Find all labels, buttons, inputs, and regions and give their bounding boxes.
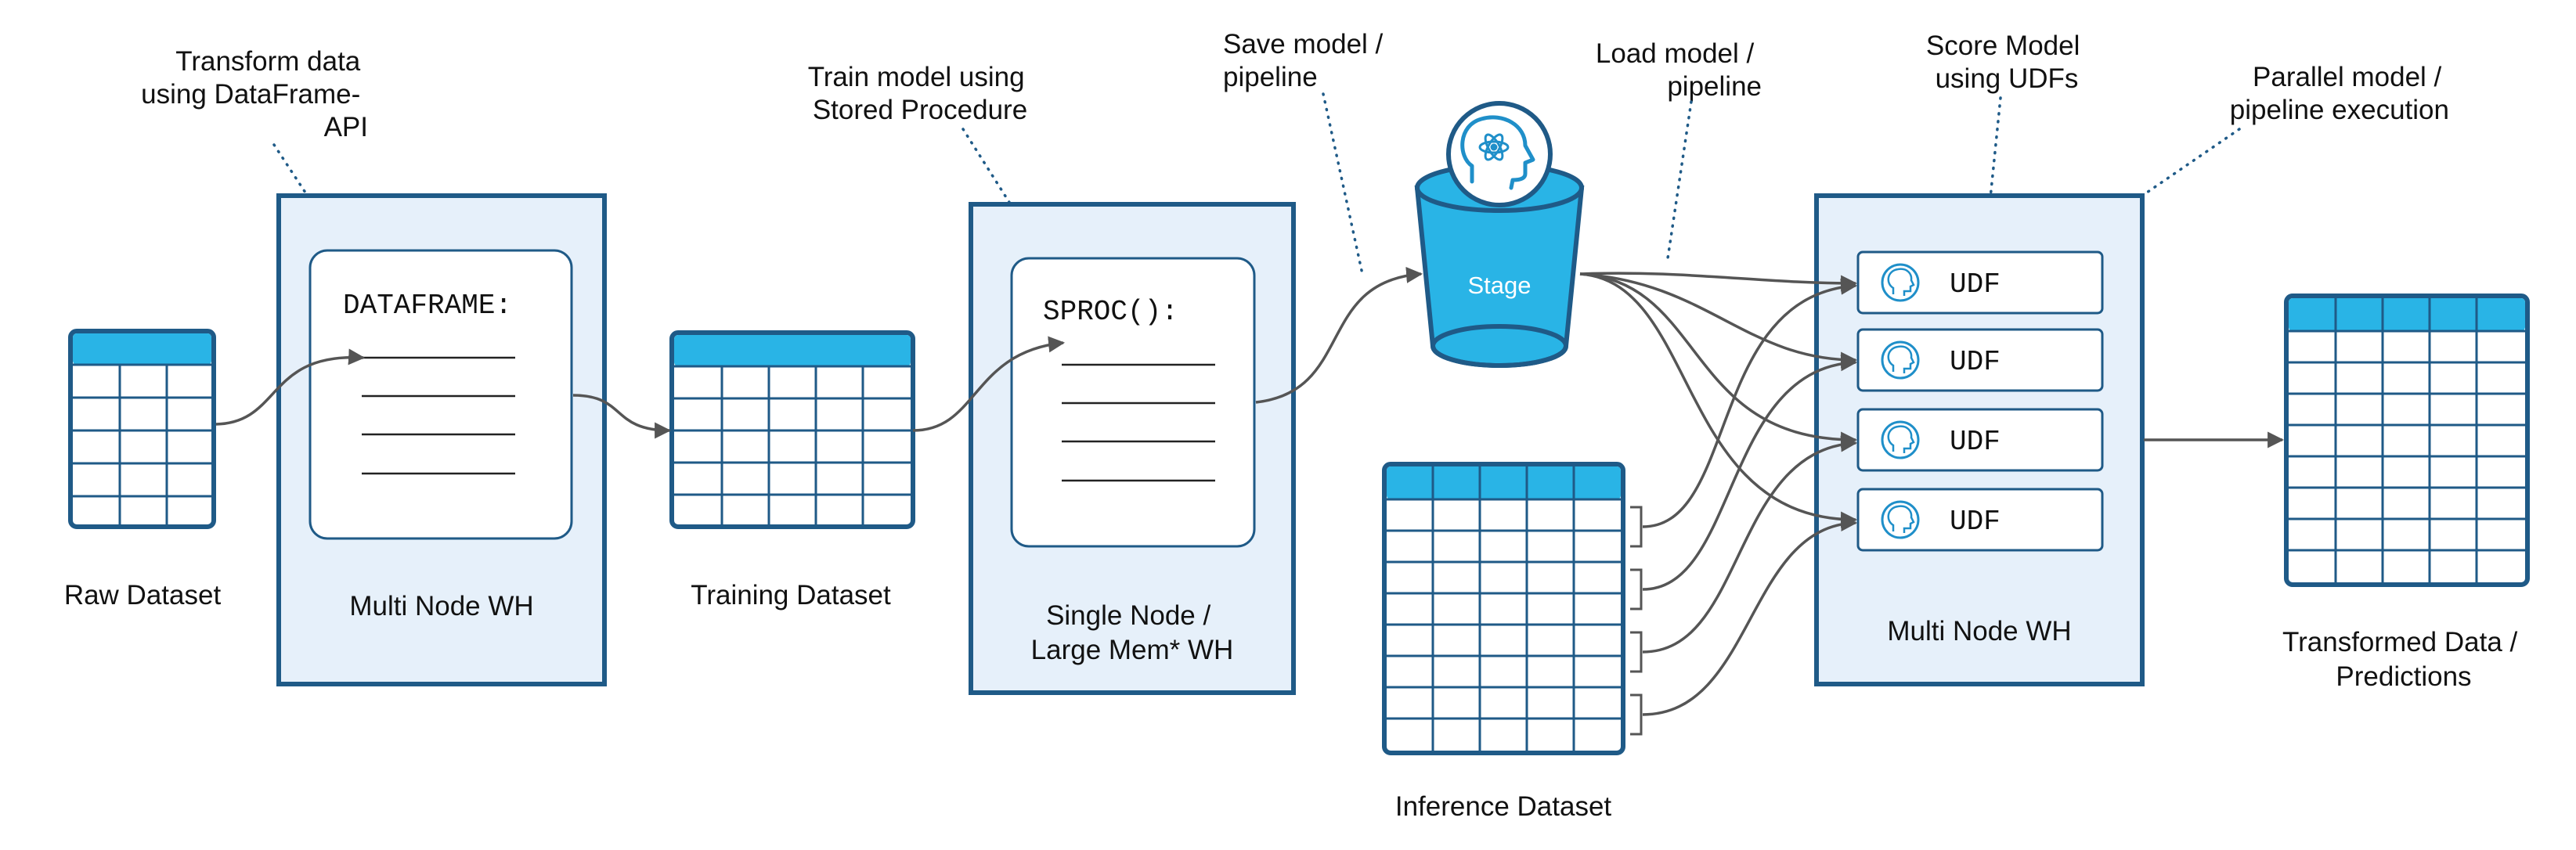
annotation-train: Train model using Stored Procedure (808, 62, 1033, 125)
udf-box: UDF (1856, 250, 2104, 315)
flow-stage-to-udf-2 (1579, 272, 1858, 369)
inference-dataset-label: Inference Dataset (1395, 791, 1612, 822)
brain-icon (1881, 500, 1920, 539)
single-node-wh-label: Single Node / Large Mem* WH (1031, 600, 1234, 665)
flow-inference-to-udf-1 (1642, 278, 1858, 528)
flow-dataframe-to-training (572, 394, 672, 439)
stage-label: Stage (1467, 272, 1531, 299)
udf-box: UDF (1856, 408, 2104, 472)
flow-stage-to-udf-3 (1579, 272, 1858, 448)
training-dataset-table (669, 330, 915, 529)
leader-score (1983, 96, 2002, 254)
flow-inference-to-udf-2 (1642, 355, 1858, 591)
dataframe-code-label: DATAFRAME: (343, 290, 512, 322)
leader-load (1666, 100, 1693, 260)
flow-raw-to-dataframe (215, 348, 366, 426)
udf-box: UDF (1856, 488, 2104, 552)
leader-save (1322, 92, 1364, 276)
multi-node-wh-2-label: Multi Node WH (1887, 616, 2071, 647)
udf-label: UDF (1950, 506, 2001, 538)
flow-sproc-to-stage (1255, 266, 1423, 404)
brain-atom-icon (1446, 101, 1553, 207)
annotation-load: Load model / pipeline (1596, 38, 1762, 102)
udf-label: UDF (1950, 346, 2001, 378)
flow-stage-to-udf-4 (1579, 272, 1858, 528)
annotation-transform: Transform data using DataFrame- API (141, 46, 368, 142)
sproc-code-label: SPROC(): (1043, 296, 1178, 328)
flow-inference-to-udf-4 (1642, 515, 1858, 716)
flow-stage-to-udf-1 (1579, 272, 1858, 292)
flow-training-to-sproc (912, 336, 1066, 432)
training-dataset-label: Training Dataset (691, 580, 891, 610)
flow-inference-to-udf-3 (1642, 435, 1858, 654)
inference-row-brackets (1630, 506, 1643, 736)
multi-node-wh-1-label: Multi Node WH (349, 591, 533, 621)
brain-icon (1881, 263, 1920, 302)
transformed-data-label: Transformed Data / Predictions (2282, 627, 2525, 692)
raw-dataset-table (68, 329, 216, 529)
inference-dataset-table (1382, 462, 1625, 755)
transformed-data-table (2284, 294, 2530, 587)
udf-label: UDF (1950, 426, 2001, 458)
udf-label: UDF (1950, 268, 2001, 301)
raw-dataset-label: Raw Dataset (64, 580, 222, 610)
annotation-score: Score Model using UDFs (1926, 31, 2087, 94)
udf-box: UDF (1856, 328, 2104, 392)
brain-icon (1881, 420, 1920, 459)
brain-icon (1881, 340, 1920, 380)
dataframe-code-panel (308, 249, 573, 540)
annotation-save: Save model / pipeline (1223, 29, 1391, 92)
annotation-parallel: Parallel model / pipeline execution (2230, 62, 2449, 125)
